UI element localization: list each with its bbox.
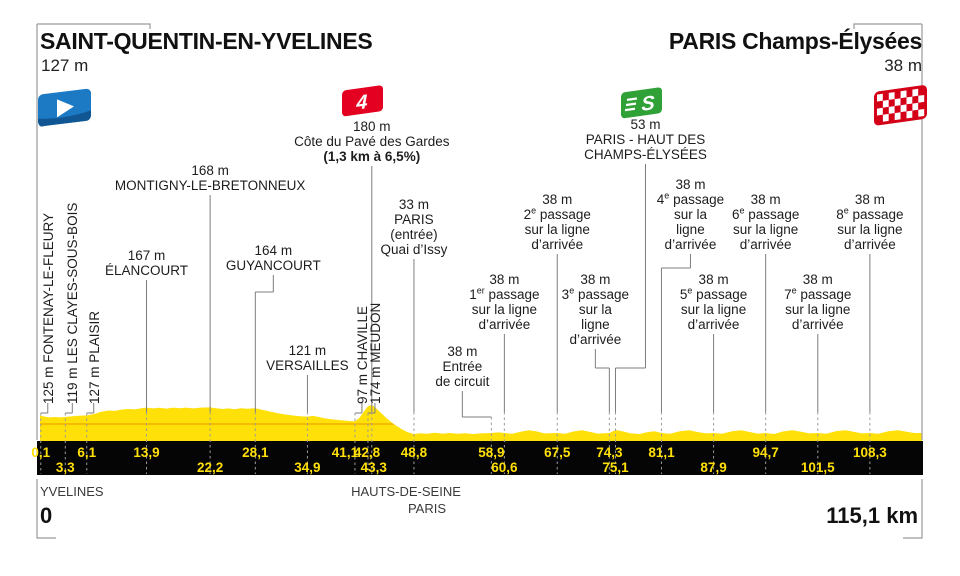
checker-cell [918,94,925,103]
bar-km-label: 87,9 [700,460,727,475]
profile-marker-label: 119 m LES CLAYES-SOUS-BOIS [65,202,81,404]
bar-km-label: 0,1 [31,445,51,460]
profile-marker-label: 127 m PLAISIR [86,310,102,404]
checker-cell [894,91,901,100]
category-4-climb-icon: 4 [342,85,383,117]
start-location-elevation: 127 m [41,56,89,75]
checker-cell [894,105,901,114]
checker-cell [918,108,925,117]
checker-cell [912,109,919,118]
bar-km-label: 58,9 [478,445,505,460]
bar-km-label: 94,7 [752,445,779,460]
checker-cell [877,107,883,116]
sprint-icon: S [621,87,662,119]
checker-cell [900,90,907,99]
bar-km-label: 67,5 [544,445,571,460]
department-label: HAUTS-DE-SEINE [351,484,461,499]
checker-cell [912,102,919,111]
checker-cell [900,97,907,106]
checker-cell [894,98,901,107]
checker-cell [900,111,907,120]
checker-cell [882,106,889,115]
checker-cell [877,93,883,102]
bar-km-label: 75,1 [602,460,629,475]
bar-km-label: 74,3 [596,445,623,460]
checker-cell [877,100,883,109]
checker-cell [918,87,925,96]
total-distance-label: 115,1 km [826,503,918,528]
bar-km-label: 22,2 [196,460,224,475]
bar-km-label: 81,1 [648,445,675,460]
start-flag-icon [38,88,91,127]
checker-cell [912,88,919,97]
bar-km-label: 34,9 [294,460,321,475]
bar-km-label: 108,3 [852,445,887,460]
checker-cell [882,113,889,122]
checker-cell [888,92,895,100]
profile-marker-label: 174 m MEUDON [367,302,383,404]
finish-location-title: PARIS Champs-Élysées [668,28,922,54]
bar-km-label: 41,1 [331,445,359,460]
checker-cell [906,110,913,119]
marker-connector-lines [40,164,871,474]
checker-cell [906,103,913,112]
profile-marker-label: 125 m FONTENAY-LE-FLEURY [40,212,56,404]
checker-cell [894,112,901,121]
start-km-label: 0 [40,503,53,528]
checker-cell [882,99,889,108]
svg-text:S: S [641,92,655,116]
bar-km-label: 28,1 [242,445,269,460]
bar-km-label: 3,3 [55,460,75,475]
checker-cell [888,113,895,121]
checker-cell [912,95,919,104]
frame-brackets [36,23,923,539]
bar-km-label: 42,8 [353,445,381,460]
start-location-title: SAINT-QUENTIN-EN-YVELINES [40,28,373,54]
elevation-profile-area [40,405,922,443]
checker-pattern [877,87,925,123]
distance-bar [37,441,923,475]
bar-km-label: 6,1 [77,445,97,460]
department-label: PARIS [407,501,447,516]
checker-cell [877,114,883,123]
checker-cell [906,96,913,105]
finish-flag-icon [874,85,927,126]
department-label: YVELINES [40,484,104,499]
checker-cell [888,99,895,107]
bar-km-label: 101,5 [800,460,835,475]
checker-cell [918,101,925,110]
bar-km-label: 48,8 [400,445,428,460]
finish-location-elevation: 38 m [884,56,922,75]
bar-km-label: 43,3 [360,460,387,475]
bar-km-label: 13,9 [133,445,160,460]
checker-cell [900,104,907,113]
checker-cell [882,92,889,101]
bar-km-label: 60,6 [491,460,518,475]
checker-cell [888,106,895,114]
checker-cell [906,89,913,98]
svg-text:4: 4 [355,91,367,115]
